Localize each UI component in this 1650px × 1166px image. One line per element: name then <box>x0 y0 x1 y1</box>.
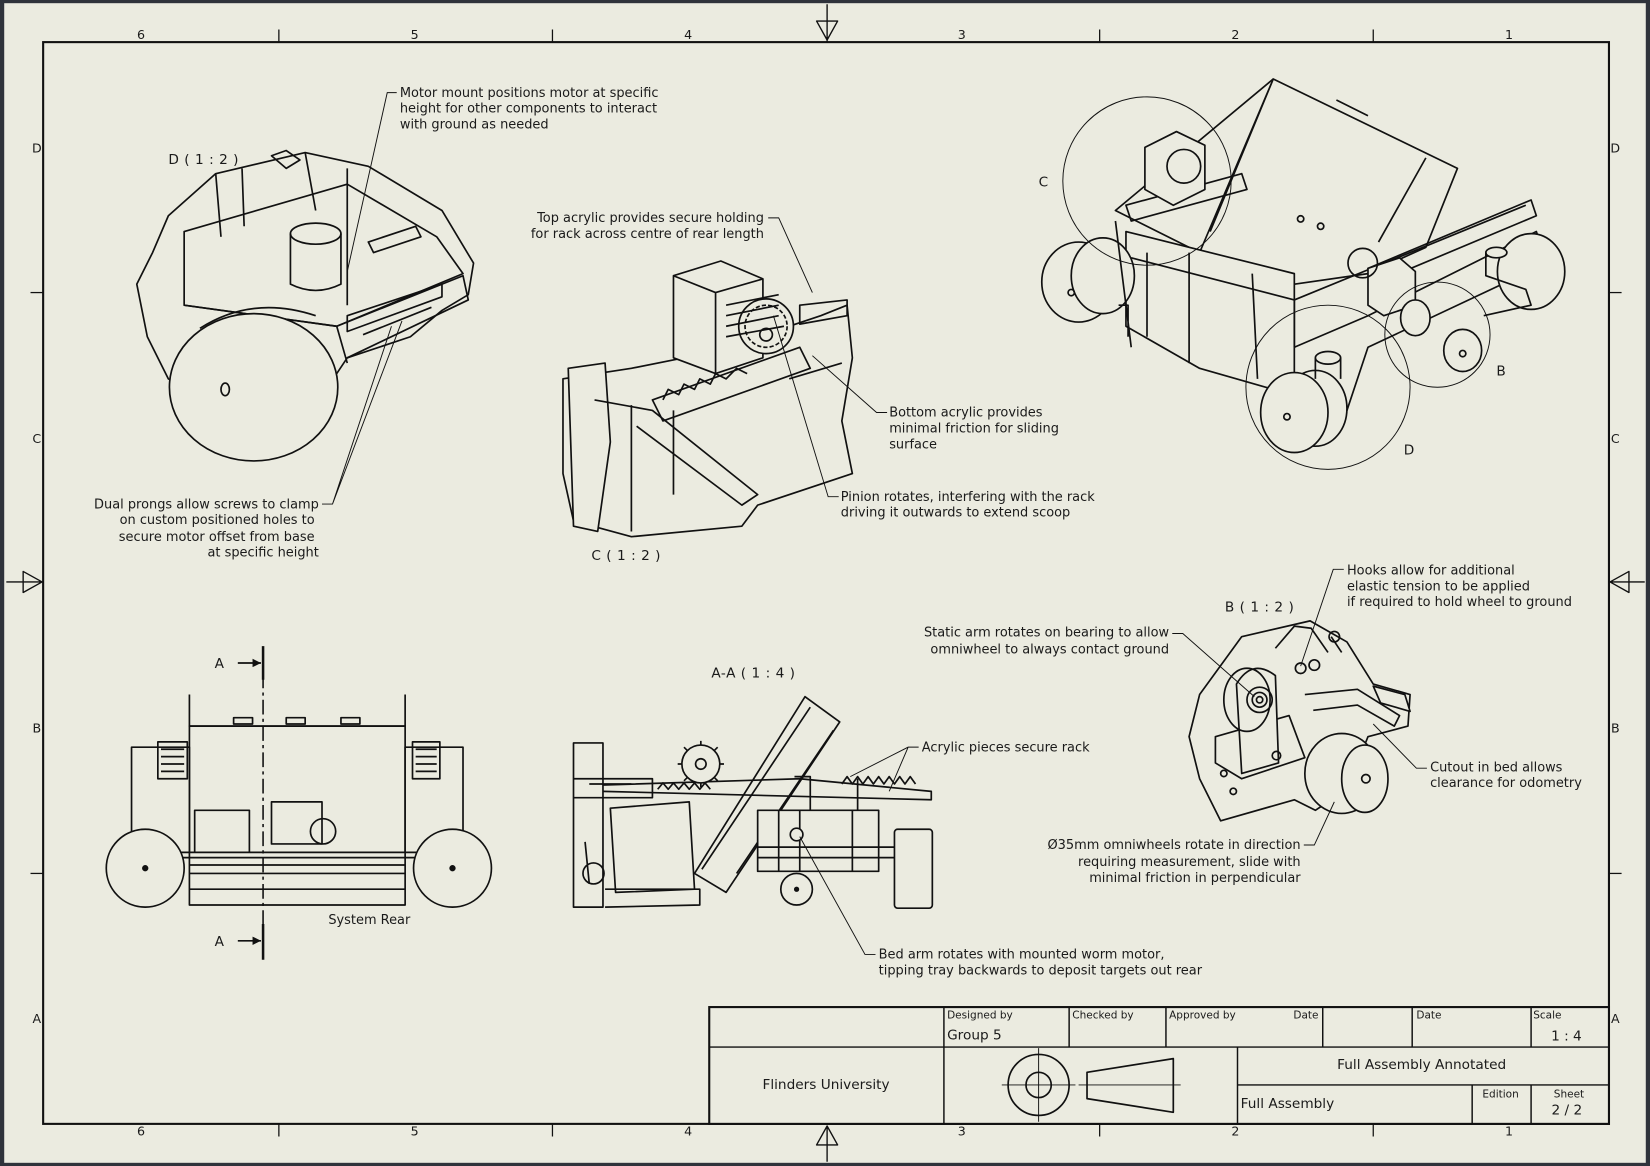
note-cutout-1: Cutout in bed allows <box>1430 760 1563 775</box>
zone-row-b: B <box>33 720 42 735</box>
note-bed-arm-2: tipping tray backwards to deposit target… <box>879 963 1203 978</box>
note-dual-prongs-4: at specific height <box>207 546 318 561</box>
third-angle-projection-symbol <box>1001 1048 1181 1122</box>
note-hooks-2: elastic tension to be applied <box>1347 579 1530 594</box>
zone-row-c: C <box>32 431 41 446</box>
note-motor-mount-1: Motor mount positions motor at specific <box>400 86 659 101</box>
zone-row-b-right: B <box>1611 720 1620 735</box>
note-motor-mount-2: height for other components to interact <box>400 102 657 117</box>
designed-by-value: Group 5 <box>947 1028 1002 1044</box>
note-hooks-1: Hooks allow for additional <box>1347 564 1515 579</box>
note-omniwheels-3: minimal friction in perpendicular <box>1089 871 1301 886</box>
iso-assembly-view: C B D <box>1039 78 1566 470</box>
detail-b-label: B ( 1 : 2 ) <box>1225 599 1295 615</box>
sheet-label: Sheet <box>1554 1089 1584 1101</box>
zone-row-d-right: D <box>1610 141 1620 156</box>
organization-name: Flinders University <box>762 1077 889 1093</box>
callout-b: B <box>1496 364 1506 380</box>
sheet-value: 2 / 2 <box>1552 1102 1583 1118</box>
detail-d-label: D ( 1 : 2 ) <box>168 152 239 168</box>
zone-row-c-right: C <box>1611 431 1620 446</box>
detail-c-view: C ( 1 : 2 ) <box>562 260 854 564</box>
checked-by-label: Checked by <box>1072 1010 1133 1022</box>
note-dual-prongs-1: Dual prongs allow screws to clamp <box>94 497 319 512</box>
section-mark-a-top: A <box>215 656 225 672</box>
zone-labels: 6 5 4 3 2 1 6 5 4 3 2 1 D C B A D C B A <box>32 27 1620 1138</box>
designed-by-label: Designed by <box>947 1010 1013 1022</box>
note-bottom-acrylic-2: minimal friction for sliding <box>889 422 1059 437</box>
detail-d-view: D ( 1 : 2 ) <box>135 149 475 462</box>
zone-row-a: A <box>33 1011 42 1026</box>
zone-col-6-bottom: 6 <box>137 1123 145 1138</box>
note-top-acrylic-2: for rack across centre of rear length <box>531 227 764 242</box>
zone-col-5: 5 <box>411 27 419 42</box>
section-mark-a-bottom: A <box>215 934 225 950</box>
zone-col-1: 1 <box>1505 27 1513 42</box>
callout-d: D <box>1404 443 1415 459</box>
zone-col-2: 2 <box>1231 27 1239 42</box>
note-cutout-2: clearance for odometry <box>1430 776 1582 791</box>
date-label: Date <box>1416 1010 1441 1022</box>
note-motor-mount-3: with ground as needed <box>400 117 549 132</box>
detail-b-view: B ( 1 : 2 ) <box>1188 599 1411 822</box>
note-omniwheels-2: requiring measurement, slide with <box>1078 855 1301 870</box>
note-pinion-2: driving it outwards to extend scoop <box>841 506 1070 521</box>
zone-row-d: D <box>32 141 42 156</box>
note-top-acrylic-1: Top acrylic provides secure holding <box>536 211 764 226</box>
note-dual-prongs-2: on custom positioned holes to <box>120 513 315 528</box>
note-static-arm-1: Static arm rotates on bearing to allow <box>924 626 1170 641</box>
zone-col-5-bottom: 5 <box>411 1123 419 1138</box>
note-bottom-acrylic-1: Bottom acrylic provides <box>889 406 1043 421</box>
leader-lines <box>322 92 1427 955</box>
system-rear-view: A A System Rear <box>105 646 493 960</box>
annotations: Motor mount positions motor at specific … <box>94 86 1582 979</box>
scale-value: 1 : 4 <box>1551 1029 1582 1045</box>
zone-col-4-bottom: 4 <box>684 1123 692 1138</box>
drawing-subtitle: Full Assembly <box>1241 1096 1335 1112</box>
edition-label: Edition <box>1482 1089 1518 1101</box>
zone-ticks <box>30 29 1622 1137</box>
zone-col-1-bottom: 1 <box>1505 1123 1513 1138</box>
note-bottom-acrylic-3: surface <box>889 437 937 452</box>
system-rear-label: System Rear <box>328 913 411 928</box>
approved-by-label: Approved by <box>1169 1010 1236 1022</box>
note-dual-prongs-3: secure motor offset from base <box>119 530 315 545</box>
zone-col-4: 4 <box>684 27 692 42</box>
zone-col-3: 3 <box>958 27 966 42</box>
note-pinion-1: Pinion rotates, interfering with the rac… <box>841 490 1095 505</box>
section-aa-view: A-A ( 1 : 4 ) <box>572 666 934 910</box>
title-block: Designed by Group 5 Checked by Approved … <box>708 1006 1611 1125</box>
callout-c: C <box>1039 174 1049 190</box>
centering-marks <box>6 4 1645 1162</box>
zone-col-3-bottom: 3 <box>958 1123 966 1138</box>
note-omniwheels-1: Ø35mm omniwheels rotate in direction <box>1048 838 1301 853</box>
note-acrylic-rack: Acrylic pieces secure rack <box>922 740 1090 755</box>
date-label-approved: Date <box>1293 1010 1318 1022</box>
drawing-title: Full Assembly Annotated <box>1337 1057 1506 1073</box>
scale-label: Scale <box>1533 1010 1561 1022</box>
note-static-arm-2: omniwheel to always contact ground <box>930 643 1169 658</box>
zone-row-a-right: A <box>1611 1011 1620 1026</box>
zone-col-2-bottom: 2 <box>1231 1123 1239 1138</box>
zone-col-6: 6 <box>137 27 145 42</box>
detail-c-label: C ( 1 : 2 ) <box>591 548 661 564</box>
section-aa-label: A-A ( 1 : 4 ) <box>711 666 795 682</box>
note-hooks-3: if required to hold wheel to ground <box>1347 595 1572 610</box>
note-bed-arm-1: Bed arm rotates with mounted worm motor, <box>879 948 1165 963</box>
